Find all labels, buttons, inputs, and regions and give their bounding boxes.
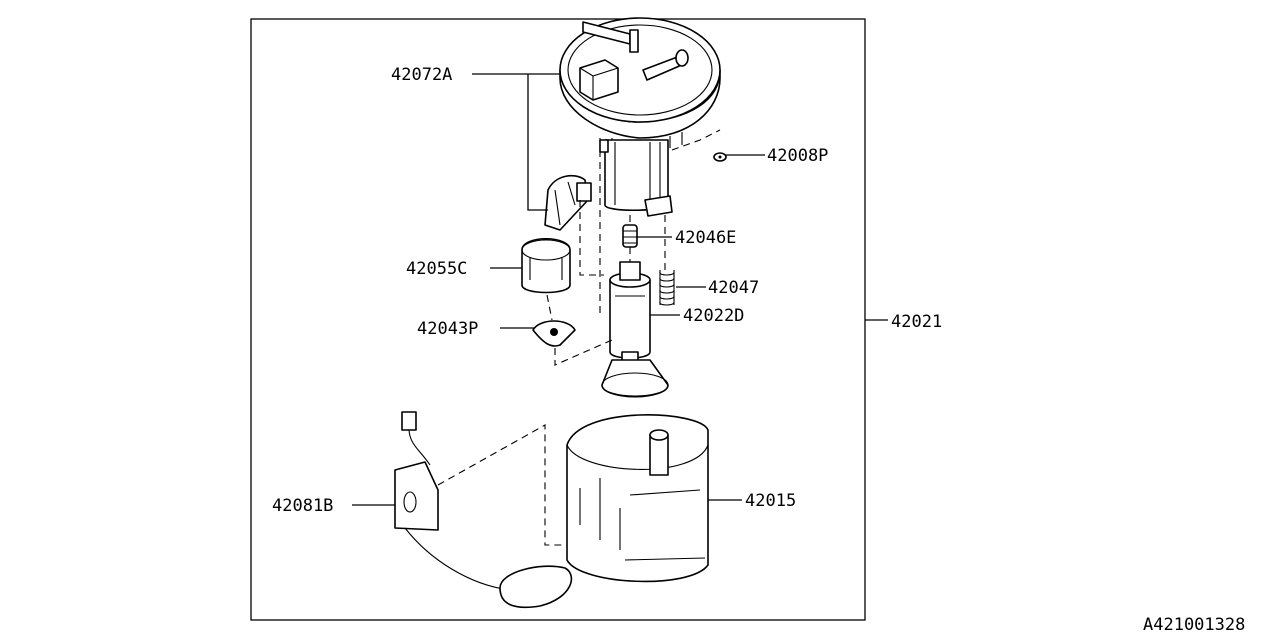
bracket-ring-part: [532, 320, 576, 347]
fuel-pump-part: [609, 261, 651, 365]
clip-bracket-part: [544, 174, 592, 231]
reference-code: A421001328: [1143, 615, 1245, 635]
dashed-line: [546, 294, 553, 321]
leader-line: [527, 74, 548, 211]
callout-42072A: 42072A: [391, 65, 452, 85]
callout-42081B: 42081B: [272, 496, 333, 516]
small-clip-part: [713, 152, 727, 162]
level-sender-part: [394, 411, 573, 609]
spring-part: [659, 270, 675, 306]
callout-42021: 42021: [891, 312, 942, 332]
callout-42008P: 42008P: [767, 146, 828, 166]
callout-42046E: 42046E: [675, 228, 736, 248]
pump-filter-part: [601, 359, 669, 398]
callout-42043P: 42043P: [417, 319, 478, 339]
dashed-line: [437, 424, 567, 546]
callout-42015: 42015: [745, 491, 796, 511]
grommet-part: [622, 224, 638, 248]
callout-42047: 42047: [708, 278, 759, 298]
dashed-line: [671, 129, 721, 151]
dashed-line: [554, 339, 613, 366]
dashed-line: [579, 200, 604, 276]
reservoir-cup-part: [566, 414, 709, 583]
pump-holder-part: [599, 139, 673, 217]
collar-part: [521, 238, 571, 294]
callout-42055C: 42055C: [406, 259, 467, 279]
pump-flange-part: [559, 17, 721, 150]
assembly-frame: [250, 18, 866, 621]
callout-42022D: 42022D: [683, 306, 744, 326]
